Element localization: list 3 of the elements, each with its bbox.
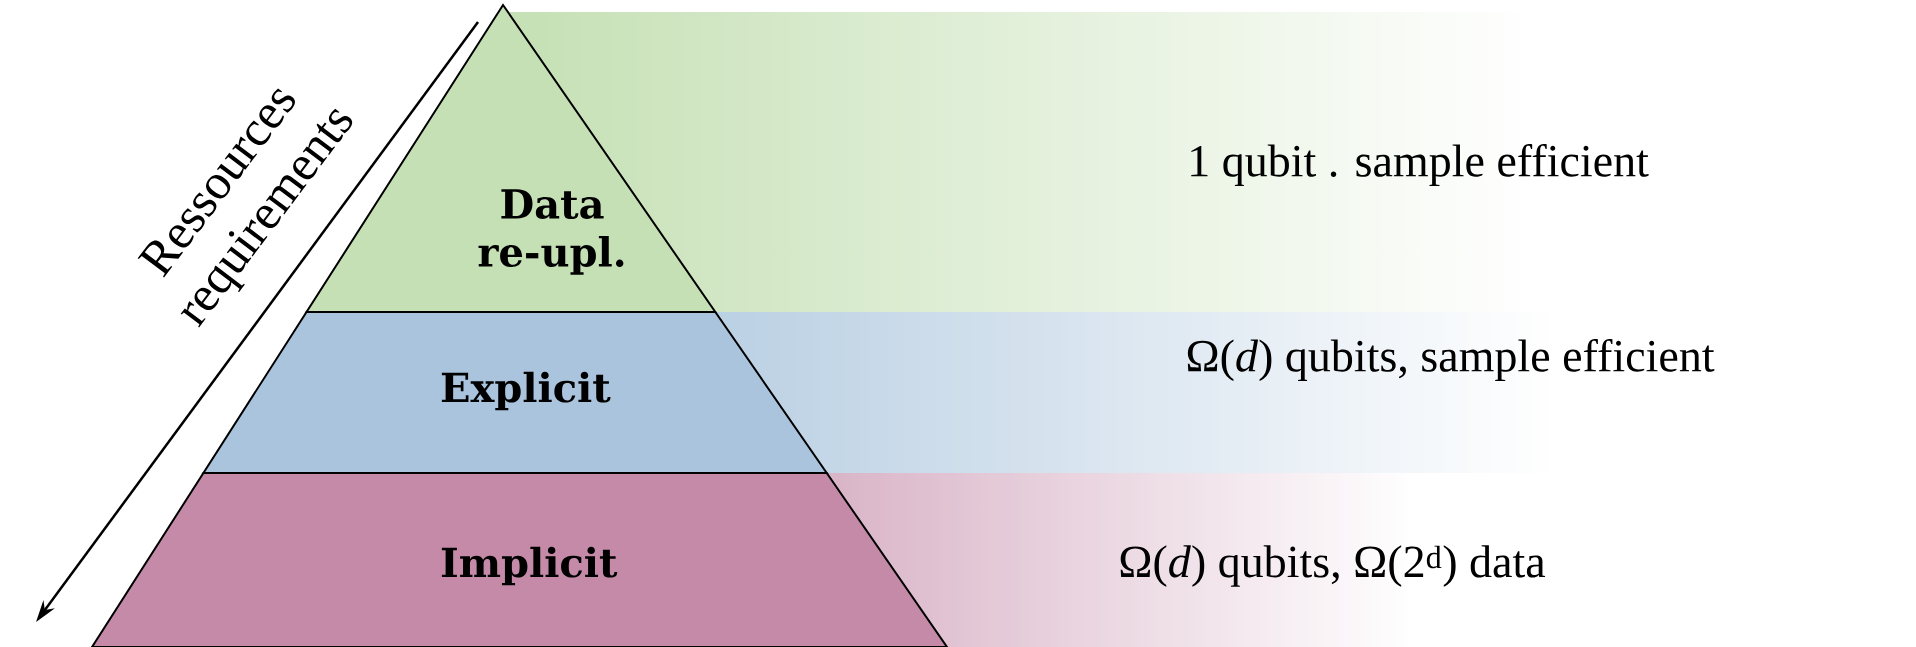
- row-text: Ω(d) qubits, Ω(2$^{d}$) data: [1120, 545, 1546, 587]
- row-text: 1 qubit . sample efficient: [1191, 143, 1649, 187]
- row-text: Ω(d) qubits, sample efficient: [1187, 338, 1715, 382]
